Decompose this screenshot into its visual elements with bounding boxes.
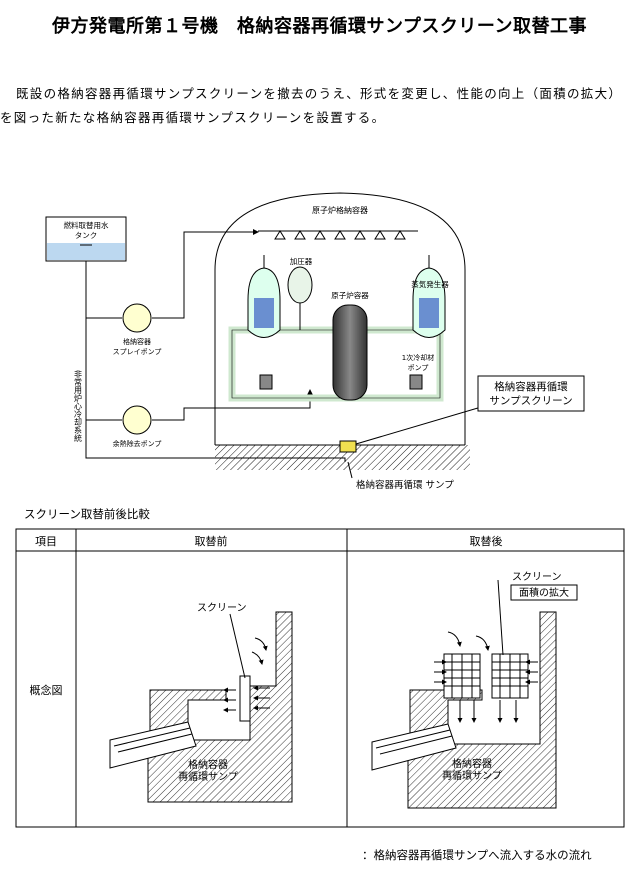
col-before: 取替前 <box>195 534 228 548</box>
cv-label: 原子炉格納容器 <box>312 205 368 215</box>
description-text: 既設の格納容器再循環サンプスクリーンを撤去のうえ、形式を変更し、性能の向上（面積… <box>0 86 623 125</box>
sg-label: 蒸気発生器 <box>411 279 449 289</box>
after-screen <box>443 653 529 699</box>
col-item: 項目 <box>35 535 57 548</box>
spray-pump-label: 格納容器 <box>123 337 151 346</box>
containment-outline <box>214 192 466 445</box>
page-title: 伊方発電所第１号機 格納容器再循環サンプスクリーン取替工事 <box>51 16 588 37</box>
before-sump-label: 格納容器 <box>188 758 228 771</box>
rcp-right <box>409 374 423 390</box>
rhr-pump <box>122 405 152 435</box>
eccs-label: 非常用炉心冷却系統 <box>74 369 83 443</box>
after-screen-label: スクリーン <box>512 571 562 583</box>
steam-generator-right <box>412 255 446 338</box>
comparison-table: 項目 取替前 取替後 概念図 スクリーン 格納容器 再循環サンプ <box>15 528 625 828</box>
after-diagram: スクリーン 面積の拡大 格納容器 再循環サンプ <box>371 571 578 809</box>
reactor-label: 原子炉容器 <box>331 290 369 300</box>
rcp-label-2: ポンプ <box>408 364 429 372</box>
after-sump-label: 格納容器 <box>452 757 492 770</box>
spray-nozzles <box>274 230 406 240</box>
rhr-pump-label: 余熱除去ポンプ <box>113 439 162 448</box>
steam-generator-left <box>247 255 281 338</box>
after-sump-label-2: 再循環サンプ <box>442 769 502 782</box>
before-diagram: スクリーン 格納容器 再循環サンプ <box>109 602 293 803</box>
tank-label-2: タンク <box>75 231 98 240</box>
pressurizer-label: 加圧器 <box>290 256 313 266</box>
before-screen <box>239 675 251 722</box>
spray-pump <box>122 303 152 333</box>
callout-line2: サンプスクリーン <box>489 395 572 407</box>
callout-box <box>477 375 585 412</box>
row-label: 概念図 <box>30 683 63 697</box>
pressurizer <box>287 266 313 304</box>
legend-text: ：格納容器再循環サンプへ流入する水の流れ <box>362 848 592 862</box>
comparison-heading: スクリーン取替前後比較 <box>24 507 150 521</box>
tank-label: 燃料取替用水 <box>64 220 109 230</box>
rcp-left <box>259 374 273 390</box>
before-sump-label-2: 再循環サンプ <box>178 770 238 783</box>
after-area-label: 面積の拡大 <box>519 586 569 599</box>
system-diagram: 原子炉格納容器 燃料取替用水 タンク 格納容器 スプレイポンプ 余熱除去ポンプ … <box>45 192 585 491</box>
spray-pump-label-2: スプレイポンプ <box>113 348 162 356</box>
before-screen-label: スクリーン <box>197 602 247 614</box>
rcp-label: 1次冷却材 <box>402 353 434 362</box>
reactor-vessel <box>332 304 368 401</box>
sump-screen <box>339 440 357 453</box>
sump-label: 格納容器再循環 サンプ <box>356 479 454 491</box>
col-after: 取替後 <box>470 534 503 548</box>
callout-line1: 格納容器再循環 <box>494 380 568 393</box>
